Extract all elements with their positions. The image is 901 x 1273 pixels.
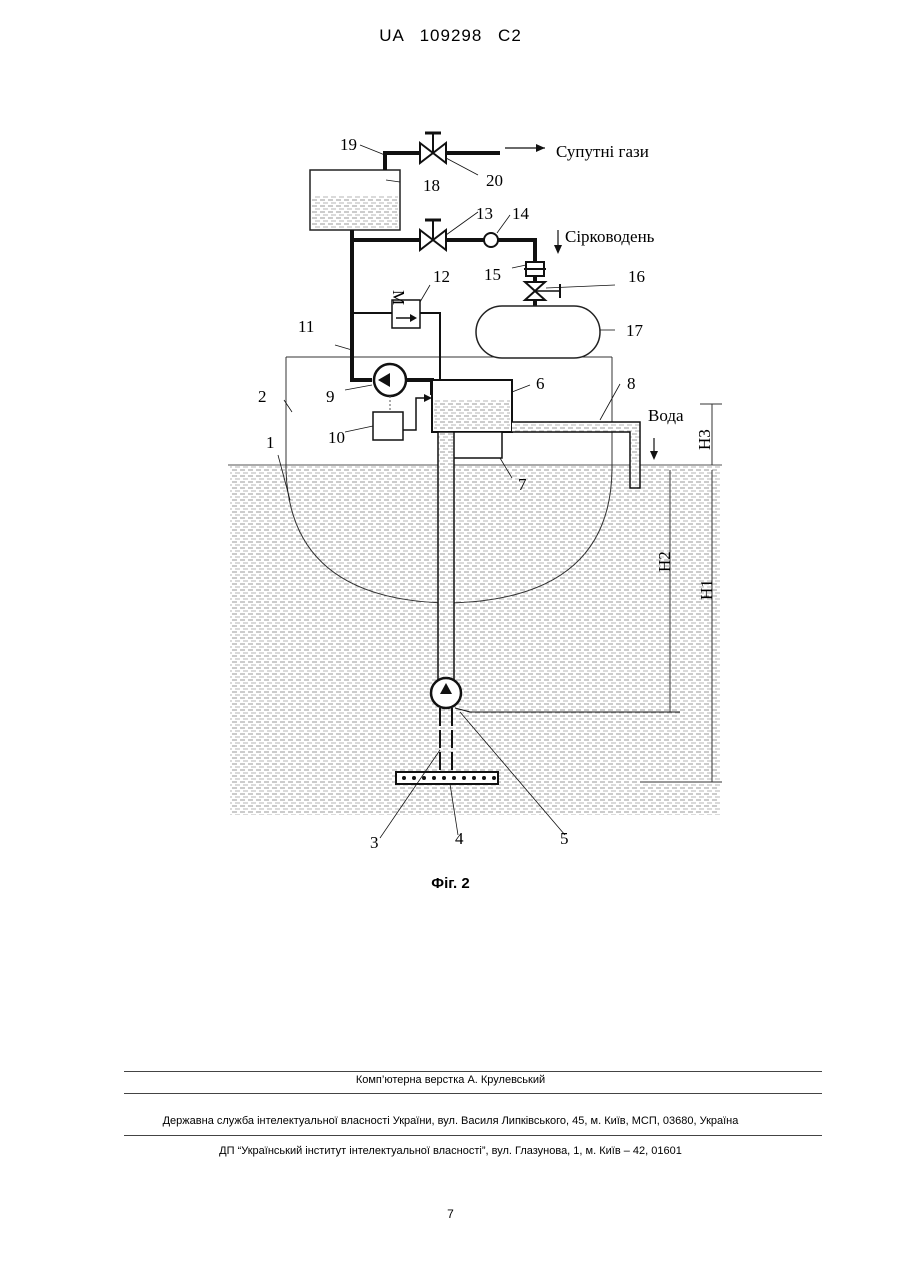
check-valve-14: [484, 233, 498, 247]
part-label-16: 16: [628, 267, 645, 286]
agency-address: Державна служба інтелектуальної власност…: [0, 1115, 901, 1127]
block-7: [450, 432, 502, 458]
part-label-14: 14: [512, 204, 530, 223]
part-label-5: 5: [560, 829, 569, 848]
page-number: 7: [0, 1207, 901, 1221]
layout-credit: Комп’ютерна верстка А. Крулевський: [0, 1074, 901, 1086]
water-label: Вода: [648, 406, 684, 425]
gas-arrow-head: [536, 144, 545, 152]
part-label-18: 18: [423, 176, 440, 195]
part-label-2: 2: [258, 387, 267, 406]
part-label-19: 19: [340, 135, 357, 154]
part-label-10: 10: [328, 428, 345, 447]
part-label-17: 17: [626, 321, 644, 340]
patent-figure-2: M: [0, 0, 901, 870]
drive-10: [373, 412, 403, 440]
part-label-15: 15: [484, 265, 501, 284]
dimension-h3: H3: [695, 429, 714, 450]
part-label-7: 7: [518, 475, 527, 494]
water-arrow-head: [650, 451, 658, 460]
part-label-11: 11: [298, 317, 314, 336]
part-label-6: 6: [536, 374, 545, 393]
footer-rule-top: [124, 1071, 822, 1072]
institute-address: ДП “Український інститут інтелектуальної…: [0, 1145, 901, 1157]
part-label-8: 8: [627, 374, 636, 393]
part-label-3: 3: [370, 833, 379, 852]
footer-rule-3: [124, 1135, 822, 1136]
part-label-20: 20: [486, 171, 503, 190]
gases-label: Супутні гази: [556, 142, 649, 161]
motor-label: M: [389, 290, 408, 305]
tank-18-liquid: [312, 195, 398, 228]
figure-caption: Фіг. 2: [0, 875, 901, 892]
separator-6-liquid: [434, 400, 510, 430]
pipe-9-to-6: [406, 380, 432, 395]
h2s-label: Сірководень: [565, 227, 655, 246]
part-label-12: 12: [433, 267, 450, 286]
part-label-13: 13: [476, 204, 493, 223]
h2s-arrow-head: [554, 245, 562, 254]
part-label-1: 1: [266, 433, 275, 452]
riser-pipe: [438, 432, 454, 680]
drive-10-line: [403, 398, 430, 430]
part-label-9: 9: [326, 387, 335, 406]
footer-rule-2: [124, 1093, 822, 1094]
dimension-h2: H2: [655, 551, 674, 572]
dimension-h1: H1: [697, 579, 716, 600]
drive-10-arrowhead: [424, 394, 432, 402]
gas-cylinder-17: [476, 306, 600, 358]
part-label-4: 4: [455, 829, 464, 848]
sea-water: [230, 465, 720, 815]
